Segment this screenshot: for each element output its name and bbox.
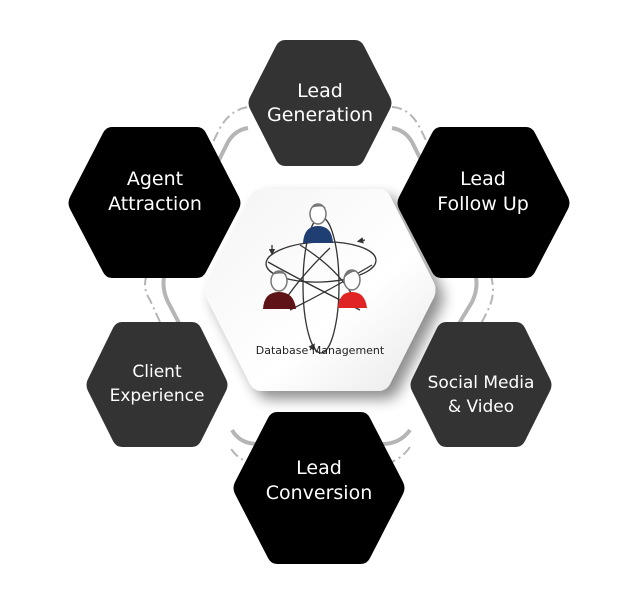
person-icon-dark-red — [263, 270, 296, 309]
people-network-icon — [263, 203, 377, 354]
hexagon-shape — [397, 127, 570, 278]
node-group: Lead Generation Lead Follow Up Social Me… — [68, 40, 570, 564]
dashed-ring — [144, 106, 494, 466]
node-lead-follow-up[interactable]: Lead Follow Up — [397, 127, 570, 278]
person-body-red — [338, 292, 367, 308]
node-label-line-1: Client — [132, 362, 182, 382]
node-client-experience[interactable]: Client Experience — [86, 322, 228, 447]
node-label-line-2: Generation — [267, 104, 373, 126]
node-label-line-2: Experience — [110, 386, 205, 406]
hexagon-shape — [248, 40, 392, 166]
node-label-line-2: Conversion — [266, 482, 373, 504]
node-label-line-2: & Video — [448, 397, 514, 417]
person-icon-blue — [303, 203, 333, 243]
node-lead-conversion[interactable]: Lead Conversion — [233, 412, 405, 564]
node-label-line-2: Attraction — [108, 193, 202, 215]
person-icon-red — [338, 269, 367, 308]
node-label-line-1: Lead — [296, 457, 342, 479]
hexagon-shape — [410, 322, 552, 447]
center-node[interactable]: Database Management — [204, 189, 436, 391]
center-label: Database Management — [256, 344, 385, 357]
node-agent-attraction[interactable]: Agent Attraction — [68, 127, 241, 278]
hexagon-shape — [68, 127, 241, 278]
node-label-line-1: Lead — [460, 168, 506, 190]
hexagon-shape — [233, 412, 405, 564]
node-social-media-video[interactable]: Social Media & Video — [410, 322, 552, 447]
node-label-line-1: Lead — [297, 80, 343, 102]
node-label-line-1: Agent — [127, 168, 183, 190]
node-label-line-1: Social Media — [428, 373, 535, 393]
hexagon-shape — [86, 322, 228, 447]
person-body-blue — [303, 226, 333, 243]
node-label-line-2: Follow Up — [437, 193, 529, 215]
node-lead-generation[interactable]: Lead Generation — [248, 40, 392, 166]
person-body-dark-red — [263, 292, 296, 309]
